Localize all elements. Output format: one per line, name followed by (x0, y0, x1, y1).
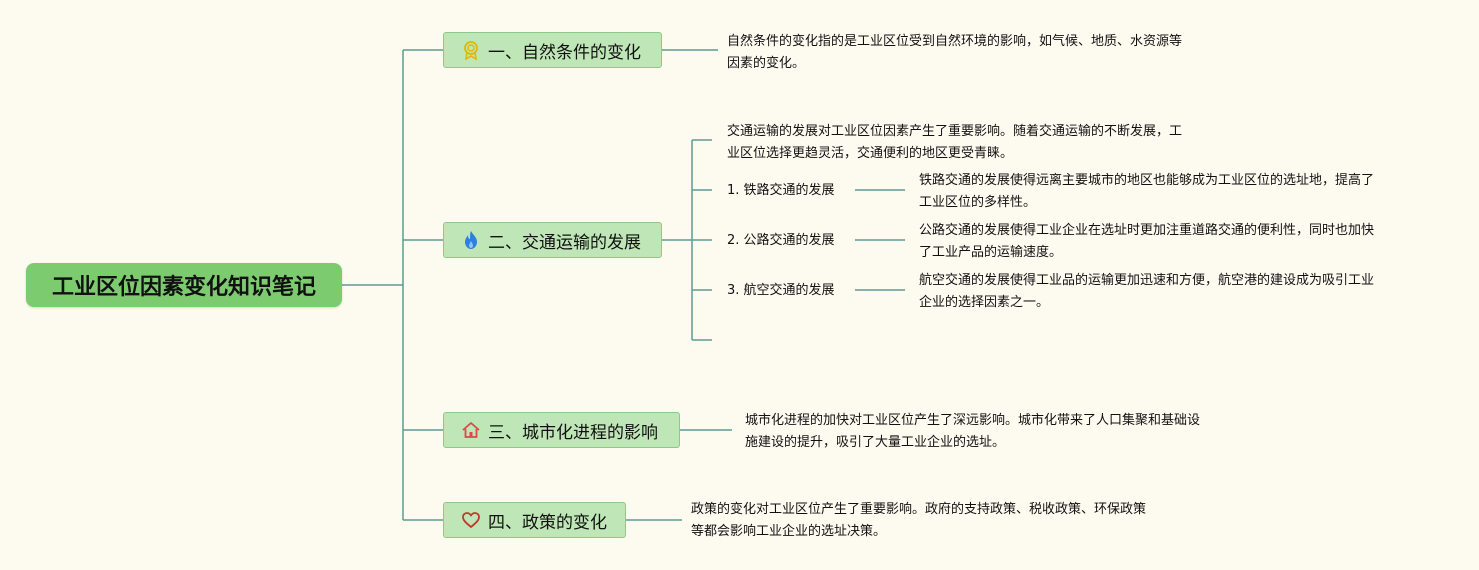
sub-topic-rail[interactable]: 1. 铁路交通的发展 (727, 183, 835, 198)
branch-urbanization[interactable]: 三、城市化进程的影响 (443, 412, 680, 448)
branch-2-intro: 交通运输的发展对工业区位因素产生了重要影响。随着交通运输的不断发展，工 业区位选… (727, 124, 1183, 161)
sub-topic-air-note: 航空交通的发展使得工业品的运输更加迅速和方便，航空港的建设成为吸引工业 企业的选… (919, 273, 1375, 310)
branch-3-note: 城市化进程的加快对工业区位产生了深远影响。城市化带来了人口集聚和基础设 施建设的… (745, 413, 1201, 450)
root-topic[interactable]: 工业区位因素变化知识笔记 (26, 263, 342, 307)
branch-label: 一、自然条件的变化 (488, 42, 641, 63)
heart-icon (460, 509, 482, 531)
branch-transport[interactable]: 二、交通运输的发展 (443, 222, 662, 258)
branch-label: 四、政策的变化 (488, 512, 607, 533)
branch-policy[interactable]: 四、政策的变化 (443, 502, 626, 538)
branch-label: 二、交通运输的发展 (488, 232, 641, 253)
award-icon (460, 39, 482, 61)
sub-topic-road[interactable]: 2. 公路交通的发展 (727, 233, 835, 248)
home-icon (460, 419, 482, 441)
sub-topic-rail-note: 铁路交通的发展使得远离主要城市的地区也能够成为工业区位的选址地，提高了 工业区位… (919, 173, 1375, 210)
branch-natural-conditions[interactable]: 一、自然条件的变化 (443, 32, 662, 68)
sub-topic-air[interactable]: 3. 航空交通的发展 (727, 283, 835, 298)
branch-label: 三、城市化进程的影响 (488, 422, 658, 443)
branch-4-note: 政策的变化对工业区位产生了重要影响。政府的支持政策、税收政策、环保政策 等都会影… (691, 502, 1147, 539)
fire-icon (460, 229, 482, 251)
sub-topic-road-note: 公路交通的发展使得工业企业在选址时更加注重道路交通的便利性，同时也加快 了工业产… (919, 223, 1375, 260)
branch-1-note: 自然条件的变化指的是工业区位受到自然环境的影响，如气候、地质、水资源等 因素的变… (727, 34, 1183, 71)
